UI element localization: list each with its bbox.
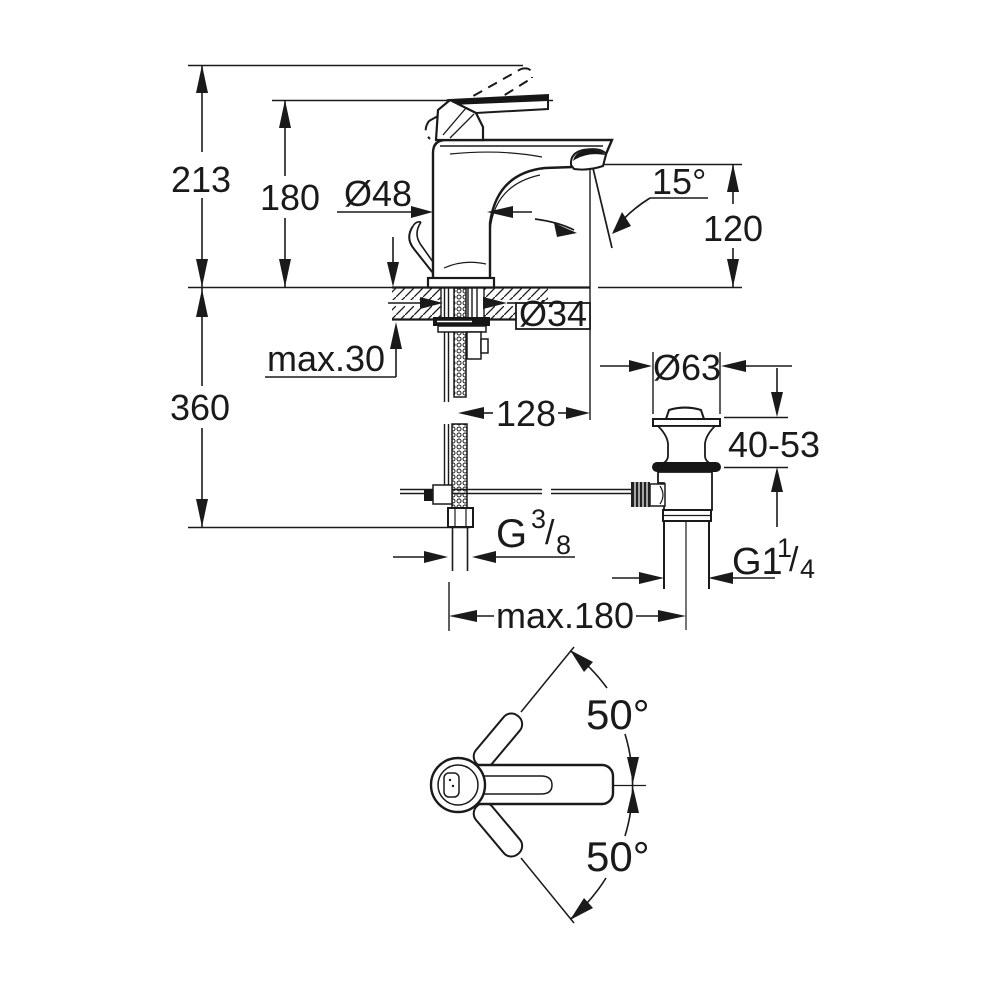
rod-clamp (424, 489, 433, 501)
hole-diameter-label-box (515, 302, 591, 330)
faucet-front-view (408, 67, 614, 289)
waste-tailpipe (663, 521, 710, 589)
o-ring (652, 462, 721, 472)
dim-swing-lower: 50° (586, 833, 650, 880)
handle-position-up (472, 712, 524, 769)
dim-waste-adjust-range: 40-53 (728, 424, 820, 465)
rod-knob (631, 482, 650, 507)
waste-thread-denominator: 4 (800, 554, 815, 584)
handle-top-view (429, 646, 646, 924)
supply-thread-base: G (496, 512, 527, 556)
waste-flange (652, 418, 721, 427)
pull-rod-knob (408, 225, 434, 274)
dim-swing-upper: 50° (586, 691, 650, 738)
waste-thread-slash: / (789, 541, 799, 579)
supply-thread-denominator: 8 (556, 530, 571, 560)
supply-nut (447, 507, 474, 528)
supply-thread-slash: / (545, 514, 555, 552)
arrowheads (196, 65, 783, 622)
pop-up-waste (631, 406, 721, 589)
handle-position-down (472, 801, 524, 858)
dim-waste-flange-diameter: Ø63 (653, 347, 721, 388)
dim-max-waste-spacing: max.180 (496, 595, 634, 636)
supply-hose (451, 423, 468, 509)
dim-body-diameter: Ø48 (344, 173, 412, 214)
pop-up-rod (400, 488, 633, 495)
dim-aerator-angle: 15° (652, 161, 706, 202)
supply-and-rod (400, 287, 633, 571)
dim-overall-height: 213 (171, 159, 231, 200)
check-valve (466, 331, 482, 360)
dim-spout-reach: 128 (496, 393, 556, 434)
dim-spout-outlet-height: 120 (703, 208, 763, 249)
dim-waste-thread: G1 1 / 4 (732, 533, 815, 584)
waste-thread-base: G1 (732, 541, 783, 583)
dim-max-deck-thickness: max.30 (267, 338, 385, 379)
dim-deck-hole-diameter: Ø34 (519, 293, 587, 334)
waste-thread-numerator: 1 (777, 533, 792, 563)
extension-lines (188, 64, 788, 631)
base-plate (426, 276, 496, 289)
dimension-labels: 213 180 Ø48 15° 120 Ø34 max.30 360 128 Ø… (170, 159, 820, 880)
label-backplates (164, 152, 772, 428)
supply-thread-numerator: 3 (531, 504, 546, 534)
dim-supply-length: 360 (170, 387, 230, 428)
dim-supply-thread: G 3 / 8 (496, 504, 571, 560)
dim-handle-height: 180 (260, 177, 320, 218)
